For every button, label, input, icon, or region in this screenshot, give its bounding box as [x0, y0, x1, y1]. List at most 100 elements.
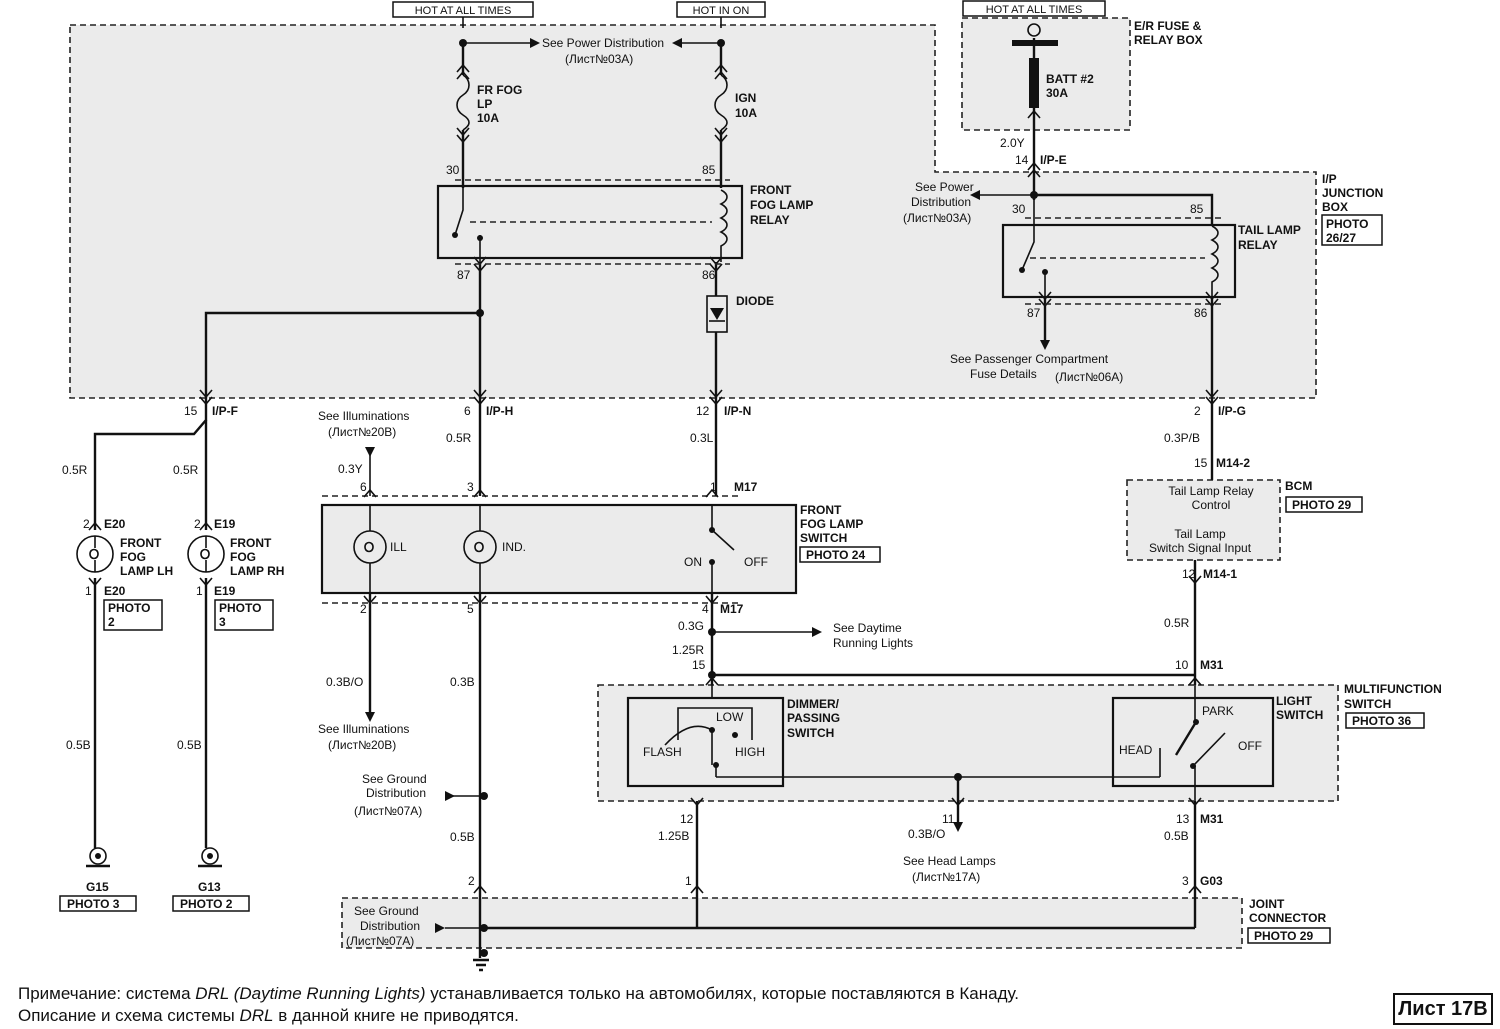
- photo-2627-1: PHOTO: [1326, 217, 1368, 231]
- pin-s3: 3: [467, 480, 474, 494]
- ref-ground-b1: See Ground: [354, 904, 419, 918]
- pin-j2: 2: [468, 874, 475, 888]
- wire-0-3pb: 0.3P/B: [1164, 431, 1200, 445]
- photo-3-g-tag: [59, 895, 137, 912]
- flash-label: FLASH: [643, 745, 682, 759]
- fuse-batt-rating: 30A: [1046, 86, 1068, 100]
- batt-fuse-symbol: [1012, 23, 1058, 108]
- ref-sheet-20b-a: (Лист№20В): [328, 425, 396, 439]
- pin-r87: 87: [457, 268, 471, 282]
- arrow-icon: [1040, 340, 1050, 350]
- pin-s5: 5: [467, 602, 474, 616]
- ref-ground-a2: Distribution: [366, 786, 426, 800]
- arrow-icon: [365, 447, 375, 457]
- pin-m11: 11: [942, 812, 955, 826]
- arrow-icon: [970, 190, 980, 200]
- er-box-label-2: RELAY BOX: [1134, 33, 1203, 47]
- joint-connector-area: [341, 897, 1243, 949]
- head-label: HEAD: [1119, 743, 1153, 757]
- pin-p2: 2: [1194, 404, 1201, 418]
- photo-2-g-tag: [172, 895, 250, 912]
- ref-drl-b: Running Lights: [833, 636, 913, 650]
- photo-2-g: PHOTO 2: [180, 897, 233, 911]
- ill-label: ILL: [390, 540, 407, 554]
- junction-dot: [708, 628, 716, 636]
- ref-sheet-03a: (Лист№03А): [565, 52, 633, 66]
- ref-sheet-20b-b: (Лист№20В): [328, 738, 396, 752]
- photo-36: PHOTO 36: [1352, 714, 1411, 728]
- ground-g15-label: G15: [86, 880, 109, 894]
- ref-drl-a: See Daytime: [833, 621, 902, 635]
- fog-relay-label-3: RELAY: [750, 213, 790, 227]
- conn-e19-bot: E19: [214, 584, 236, 598]
- diode-symbol: [706, 295, 728, 333]
- junction-dot: [459, 39, 467, 47]
- tail-relay-label-2: RELAY: [1238, 238, 1278, 252]
- photo-29-b-tag: [1247, 927, 1331, 944]
- ref-sheet-03a-b: (Лист№03А): [903, 211, 971, 225]
- junction-dot: [480, 924, 488, 932]
- hot-tag-right: [962, 0, 1106, 17]
- ground-g13-icon: [198, 847, 222, 868]
- fog-relay-label-1: FRONT: [750, 183, 792, 197]
- lamp-lh-1: FRONT: [120, 536, 162, 550]
- pin-j3: 3: [1182, 874, 1189, 888]
- photo-2627-2: 26/27: [1326, 231, 1356, 245]
- conn-m31-bot: M31: [1200, 812, 1224, 826]
- note-line-1-em: DRL (Daytime Running Lights): [195, 984, 426, 1003]
- wire-1-25b: 1.25B: [658, 829, 689, 843]
- pin-m12: 12: [680, 812, 694, 826]
- pin-p15: 15: [184, 404, 198, 418]
- conn-e20-top: E20: [104, 517, 126, 531]
- arrow-icon: [435, 923, 445, 933]
- wire-0-3bo: 0.3B/O: [326, 675, 363, 689]
- dimmer-label-3: SWITCH: [787, 726, 834, 740]
- bcm-label: BCM: [1285, 479, 1312, 493]
- pin-r85: 85: [702, 163, 716, 177]
- pin-p12: 12: [696, 404, 710, 418]
- light-sw-label-2: SWITCH: [1276, 708, 1323, 722]
- lamp-lh-3: LAMP LH: [120, 564, 173, 578]
- pin-b15: 15: [1194, 456, 1208, 470]
- wire-0-5b-g: 0.5B: [450, 830, 475, 844]
- bcm-ctrl-2: Control: [1192, 498, 1231, 512]
- ref-illum-a: See Illuminations: [318, 409, 409, 423]
- pin-r86: 86: [702, 268, 716, 282]
- bcm-sig-2: Switch Signal Input: [1149, 541, 1252, 555]
- fog-lamp-lh: [76, 535, 114, 573]
- ref-sheet-06a: (Лист№06А): [1055, 370, 1123, 384]
- junction-dot: [476, 309, 484, 317]
- fuse-ign-name: IGN: [735, 91, 756, 105]
- note-line-1: Примечание: система DRL (Daytime Running…: [18, 983, 1019, 1005]
- pin-14: 14: [1015, 153, 1029, 167]
- light-off-label: OFF: [1238, 739, 1262, 753]
- wire-2-0y: 2.0Y: [1000, 136, 1025, 150]
- wires: [93, 38, 1214, 972]
- ref-head-lamps: See Head Lamps: [903, 854, 996, 868]
- note-line-1-pre: Примечание: система: [18, 984, 196, 1003]
- junction-dot: [480, 792, 488, 800]
- wire-0-3b: 0.3B: [450, 675, 475, 689]
- park-label: PARK: [1202, 704, 1234, 718]
- photo-29: PHOTO 29: [1292, 498, 1351, 512]
- joint-label-1: JOINT: [1249, 897, 1285, 911]
- fuse-fr-fog-name: FR FOG: [477, 83, 522, 97]
- note-line-2: Описание и схема системы DRL в данной кн…: [18, 1005, 519, 1027]
- photo-lh-1: PHOTO: [108, 601, 150, 615]
- conn-m17-top: M17: [734, 480, 758, 494]
- front-fog-lamp-relay: [436, 179, 744, 265]
- hot-label-on: HOT IN ON: [693, 5, 750, 17]
- fuse-ign-rating: 10A: [735, 106, 757, 120]
- ref-illum-b: See Illuminations: [318, 722, 409, 736]
- ref-pass-comp-b: Fuse Details: [970, 367, 1037, 381]
- pin-s4: 4: [702, 602, 709, 616]
- conn-m14-1: M14-1: [1203, 567, 1237, 581]
- wire-0-5r-lh: 0.5R: [62, 463, 88, 477]
- pin-b12: 12: [1182, 567, 1196, 581]
- pin-t85: 85: [1190, 202, 1204, 216]
- ip-jb-label-2: JUNCTION: [1322, 186, 1383, 200]
- wire-0-3y: 0.3Y: [338, 462, 363, 476]
- ref-sheet-07a-b: (Лист№07А): [346, 934, 414, 948]
- conn-ip-e: I/P-E: [1040, 153, 1067, 167]
